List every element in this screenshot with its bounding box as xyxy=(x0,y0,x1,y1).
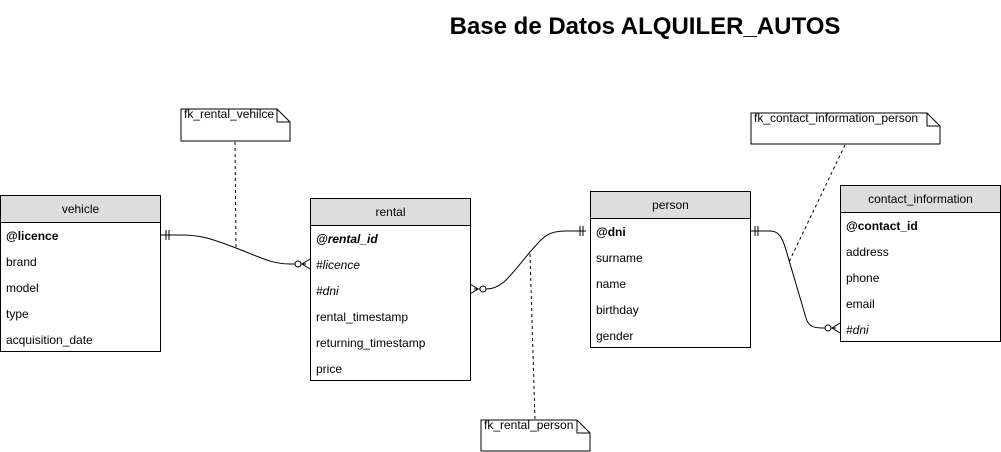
field: brand xyxy=(6,255,37,269)
relation-person-contact xyxy=(751,230,836,329)
note-fold-fk-contact-person xyxy=(926,113,940,127)
field-primary-key: @licence xyxy=(6,229,59,243)
entity-header: person xyxy=(591,192,750,219)
field-primary-key: @contact_id xyxy=(846,219,918,233)
note-label: fk_rental_vehilce xyxy=(184,107,275,121)
field: email xyxy=(846,297,875,311)
field: birthday xyxy=(596,303,639,317)
entity-contact-information[interactable]: contact_information @contact_id address … xyxy=(840,185,1001,342)
note-fold-fk-rental-person xyxy=(576,420,590,434)
field: surname xyxy=(596,251,643,265)
relation-vehicle-rental xyxy=(161,234,306,265)
field: gender xyxy=(596,329,634,343)
note-label: fk_contact_information_person xyxy=(754,111,919,125)
entity-header: rental xyxy=(311,199,470,226)
field: rental_timestamp xyxy=(316,310,409,324)
field-foreign-key: #licence xyxy=(316,258,361,272)
relation-person-rental xyxy=(474,230,586,290)
field: name xyxy=(596,277,627,291)
field: acquisition_date xyxy=(6,333,93,347)
many-marker-rental-dni xyxy=(469,283,479,295)
note-shape-fk-rental-person xyxy=(480,419,591,452)
diagram-title: Base de Datos ALQUILER_AUTOS xyxy=(449,13,841,40)
note-shape-fk-contact-person xyxy=(750,112,941,145)
note-label: fk_rental_person xyxy=(484,418,574,432)
zero-marker-rental-dni xyxy=(479,285,487,293)
zero-marker-contact-dni xyxy=(824,324,832,332)
many-marker-rental-licence xyxy=(301,258,311,270)
field: price xyxy=(316,362,343,376)
field-foreign-key: #dni xyxy=(846,323,869,337)
field-primary-key: @dni xyxy=(596,225,626,239)
note-fk-contact-information-person: fk_contact_information_person xyxy=(751,111,940,144)
entity-rental[interactable]: rental @rental_id #licence #dni rental_t… xyxy=(310,198,471,381)
note-fk-rental-vehicle: fk_rental_vehilce xyxy=(181,107,290,141)
many-marker-contact-dni xyxy=(831,322,841,334)
zero-marker-rental-licence xyxy=(294,260,302,268)
field: address xyxy=(846,245,889,259)
field-foreign-key: #dni xyxy=(316,284,339,298)
note-link-person-rental xyxy=(529,253,536,421)
field: returning_timestamp xyxy=(316,336,426,350)
note-fold-fk-rental-vehicle xyxy=(276,109,290,123)
field: type xyxy=(6,307,29,321)
entity-header: vehicle xyxy=(1,196,160,223)
entity-vehicle[interactable]: vehicle @licence brand model type acquis… xyxy=(0,195,161,352)
entity-person[interactable]: person @dni surname name birthday gender xyxy=(590,191,751,348)
note-link-person-contact xyxy=(788,144,846,263)
field-primary-key: @rental_id xyxy=(316,232,378,246)
note-link-vehicle-rental xyxy=(234,141,237,249)
entity-header: contact_information xyxy=(841,186,1000,213)
note-fk-rental-person: fk_rental_person xyxy=(481,418,590,451)
field: model xyxy=(6,281,39,295)
note-shape-fk-rental-vehicle xyxy=(180,108,291,142)
field: phone xyxy=(846,271,880,285)
